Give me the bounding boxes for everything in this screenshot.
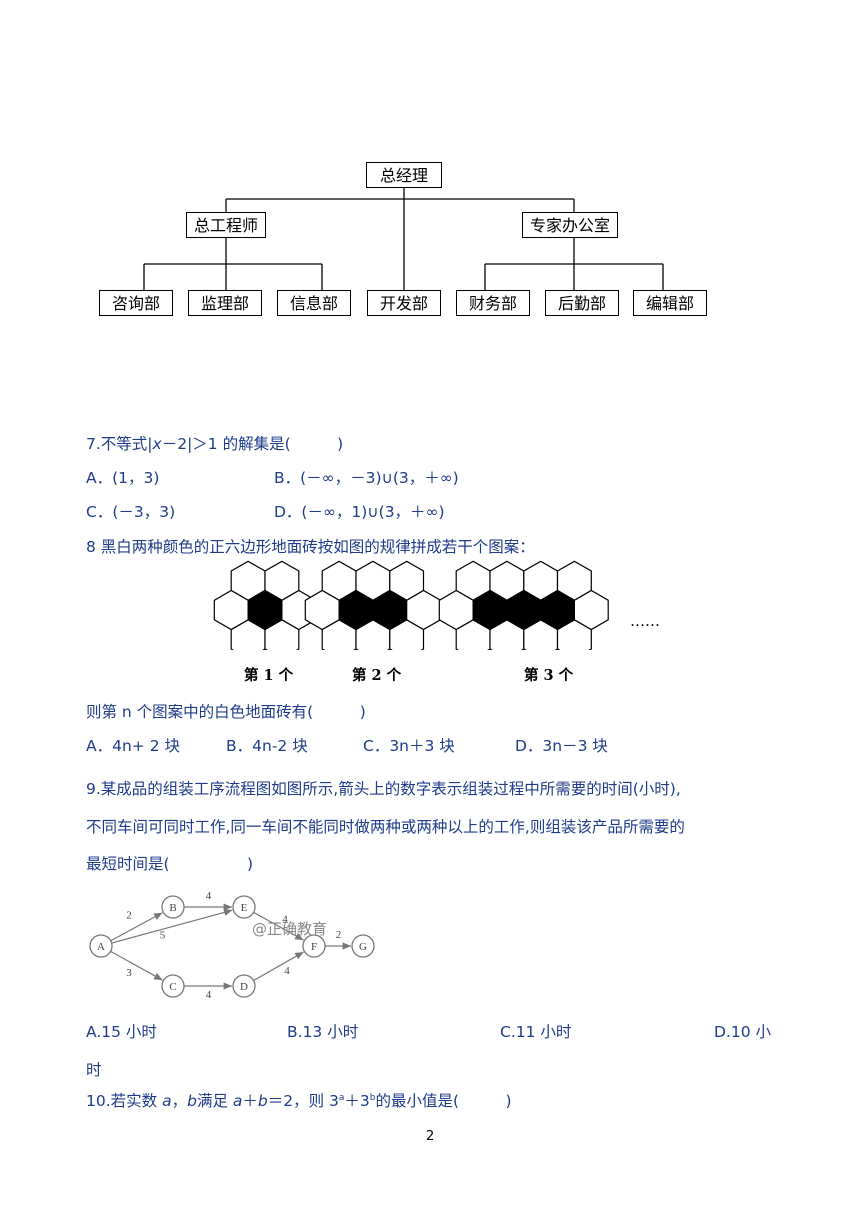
q9-option-d: D.10 小 (714, 1023, 772, 1041)
org-node-supervision: 监理部 (188, 290, 262, 316)
watermark: @正确教育 (252, 920, 328, 938)
q9-option-c: C.11 小时 (500, 1023, 572, 1041)
edge-weight-label: 3 (126, 967, 132, 979)
q9-option-a: A.15 小时 (86, 1023, 157, 1041)
org-node-editorial: 编辑部 (633, 290, 707, 316)
q8-option-b: B．4n-2 块 (226, 737, 308, 755)
q10-stem: 10.若实数 a，b满足 a＋b＝2，则 3a＋3b的最小值是( ) (86, 1089, 512, 1111)
figure-label-2: 第 2 个 (352, 667, 402, 684)
q10-var-a2: a (232, 1092, 243, 1110)
page-number: 2 (426, 1129, 435, 1144)
q7-stem-prefix: 7.不等式| (86, 435, 153, 453)
org-node-info: 信息部 (277, 290, 351, 316)
q9-line-1: 9.某成品的组装工序流程图如图所示,箭头上的数字表示组装过程中所需要的时间(小时… (86, 780, 681, 798)
q10-text-5: 的最小值是( ) (375, 1092, 512, 1110)
q7-option-b: B．(－∞，－3)∪(3，＋∞) (274, 469, 459, 487)
node-B (161, 895, 185, 919)
node-F (302, 934, 326, 958)
edge-weight-label: 4 (206, 890, 212, 902)
q9-line-3: 最短时间是( ) (86, 855, 254, 873)
hex-ellipsis: …… (630, 612, 660, 630)
edge-weight-label: 4 (284, 965, 290, 977)
node-label-B: B (169, 902, 176, 914)
q10-var-b: b (187, 1092, 197, 1110)
org-node-expert-office: 专家办公室 (522, 212, 618, 238)
q10-var-a: a (162, 1092, 172, 1110)
node-label-E: E (241, 902, 248, 914)
q10-comma: ， (171, 1092, 188, 1110)
q7-option-c: C．(－3，3) (86, 503, 176, 521)
q8-option-d: D．3n－3 块 (515, 737, 608, 755)
q10-text-2: 满足 (196, 1092, 233, 1110)
q8-option-a: A．4n+ 2 块 (86, 737, 180, 755)
node-C (161, 974, 185, 998)
q7-option-d: D．(－∞，1)∪(3，＋∞) (274, 503, 445, 521)
edge-weight-label: 2 (336, 929, 342, 941)
edge-E-F (253, 911, 304, 941)
q10-var-b2: b (257, 1092, 268, 1110)
q8-stem: 8 黑白两种颜色的正六边形地面砖按如图的规律拼成若干个图案： (86, 538, 535, 556)
org-node-chief-engineer: 总工程师 (186, 212, 266, 238)
q10-text-3: ＝2，则 3 (267, 1092, 339, 1110)
q10-text-1: 10.若实数 (86, 1092, 163, 1110)
node-label-F: F (311, 941, 317, 953)
org-node-general-manager: 总经理 (366, 162, 442, 188)
node-D (232, 974, 256, 998)
node-label-A: A (97, 941, 105, 953)
node-E (232, 895, 256, 919)
org-node-dev: 开发部 (367, 290, 441, 316)
q9-option-b: B.13 小时 (287, 1023, 359, 1041)
q7-stem-var: x (152, 435, 162, 453)
q8-question: 则第 n 个图案中的白色地面砖有( ) (86, 703, 366, 721)
process-flow-graph: 2 4 5 4 3 4 4 2A B C D E F G (89, 890, 375, 1001)
node-label-D: D (240, 981, 248, 993)
figure-label-3: 第 3 个 (524, 667, 574, 684)
q10-sup-b: b (369, 1092, 376, 1103)
org-node-finance: 财务部 (456, 290, 530, 316)
node-label-C: C (169, 981, 176, 993)
q9-line-2: 不同车间可同时工作,同一车间不能同时做两种或两种以上的工作,则组装该产品所需要的 (86, 818, 685, 836)
node-A (89, 934, 113, 958)
white-hex-tile (573, 589, 609, 631)
node-G (351, 934, 375, 958)
edge-weight-label: 2 (126, 910, 132, 922)
figure-label-1: 第 1 个 (244, 667, 294, 684)
edge-A-B (110, 912, 163, 942)
q10-plus: ＋ (242, 1092, 258, 1110)
edge-A-E (111, 908, 233, 944)
q7-stem-suffix: －2|＞1 的解集是( ) (161, 435, 344, 453)
q7-stem: 7.不等式|x－2|＞1 的解集是( ) (86, 432, 343, 454)
edge-weight-label: 4 (206, 989, 212, 1001)
q10-sup-a: a (338, 1092, 345, 1103)
org-chart-lines (143, 188, 664, 290)
org-node-consult: 咨询部 (99, 290, 173, 316)
edge-weight-label: 5 (160, 930, 166, 942)
org-node-logistics: 后勤部 (545, 290, 619, 316)
hexagon-tile-figure (213, 560, 609, 650)
q7-option-a: A．(1，3) (86, 469, 160, 487)
edge-weight-label: 4 (282, 914, 288, 926)
edge-A-C (110, 950, 163, 981)
node-label-G: G (359, 941, 367, 953)
q9-option-d-wrap: 时 (86, 1061, 102, 1079)
q8-option-c: C．3n＋3 块 (363, 737, 455, 755)
q10-text-4: ＋3 (344, 1092, 370, 1110)
edge-D-F (253, 951, 304, 982)
